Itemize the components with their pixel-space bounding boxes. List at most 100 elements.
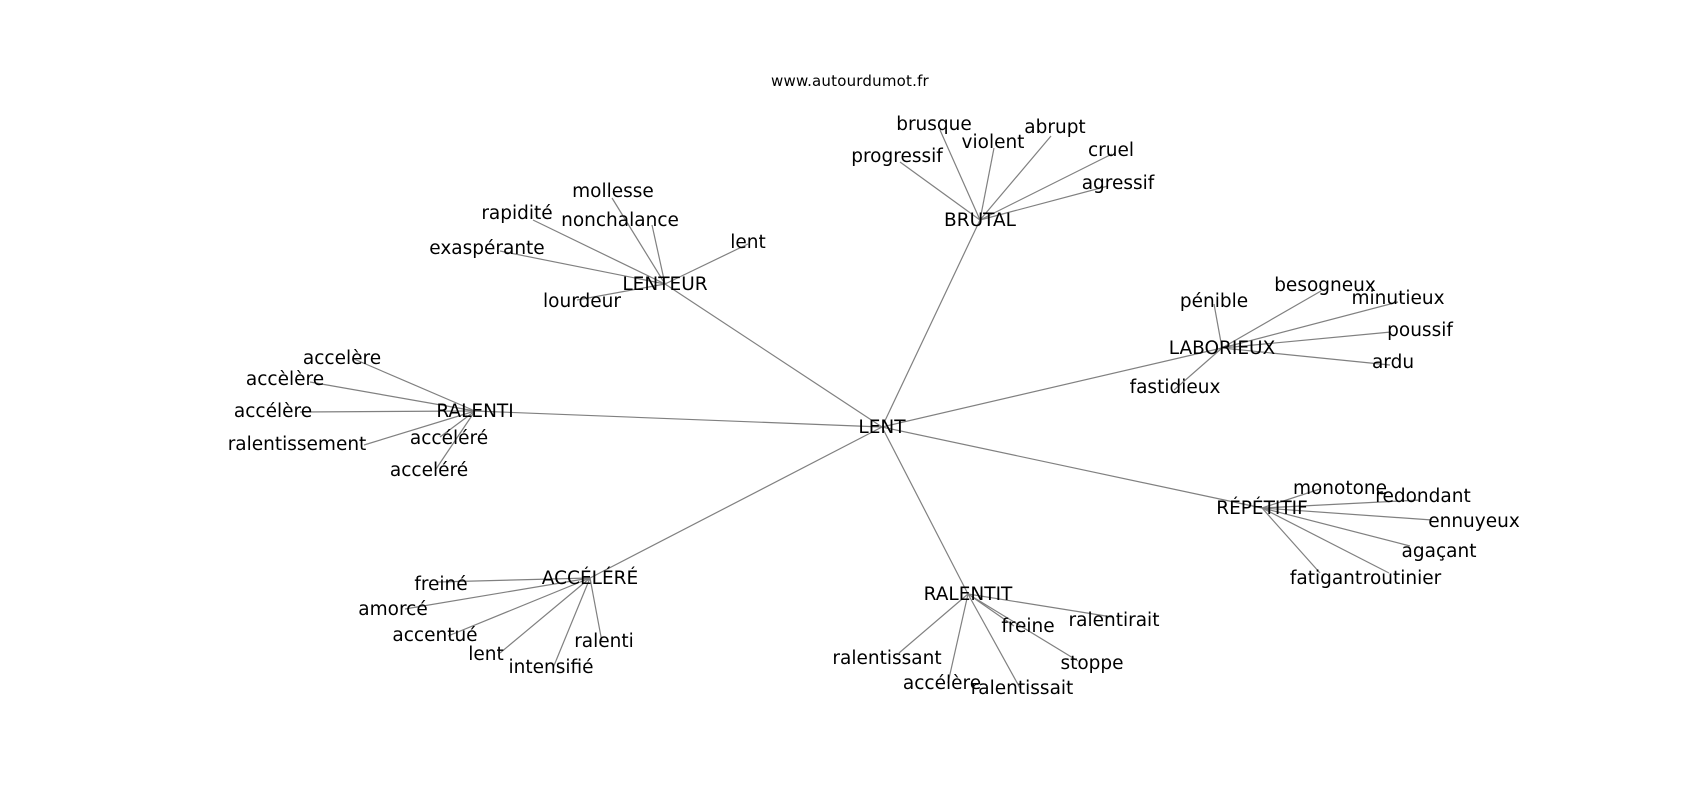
leaf-node-label: fatigant bbox=[1290, 568, 1362, 589]
edge-accelere-leaf-0 bbox=[436, 577, 591, 583]
edge-ralentit-leaf-5 bbox=[967, 593, 1021, 689]
edge-accelere-leaf-5 bbox=[589, 577, 603, 643]
edge-repetitif-leaf-4 bbox=[1261, 507, 1321, 574]
leaf-node-label: besogneux bbox=[1274, 275, 1376, 296]
edge-brutal-leaf-5 bbox=[979, 185, 1109, 221]
leaf-node-label: redondant bbox=[1375, 486, 1470, 507]
leaf-node-label: ralentissement bbox=[228, 434, 367, 455]
edge-brutal-leaf-1 bbox=[979, 147, 995, 221]
leaf-node-label: routinier bbox=[1363, 568, 1442, 589]
leaf-node-label: fastidieux bbox=[1130, 377, 1221, 398]
leaf-node-label: agaçant bbox=[1402, 541, 1477, 562]
leaf-node-label: nonchalance bbox=[561, 210, 679, 231]
leaf-node-label: lent bbox=[730, 232, 766, 253]
leaf-node-label: progressif bbox=[851, 146, 943, 167]
edge-center-accelere bbox=[589, 426, 883, 579]
edge-ralenti-leaf-1 bbox=[309, 381, 476, 412]
hub-node-label: LENTEUR bbox=[622, 274, 707, 295]
edge-accelere-leaf-3 bbox=[499, 577, 591, 654]
edge-center-ralenti bbox=[474, 410, 883, 428]
leaf-node-label: brusque bbox=[896, 114, 972, 135]
leaf-node-label: agressif bbox=[1082, 173, 1155, 194]
leaf-node-label: rapidité bbox=[481, 203, 552, 224]
leaf-node-label: stoppe bbox=[1060, 653, 1123, 674]
leaf-node-label: monotone bbox=[1293, 478, 1387, 499]
edge-ralentit-leaf-4 bbox=[947, 593, 969, 684]
hub-node-label: LABORIEUX bbox=[1169, 338, 1276, 359]
leaf-node-label: ralentirait bbox=[1069, 610, 1160, 631]
leaf-node-label: accelère bbox=[303, 348, 381, 369]
edge-center-ralentit bbox=[881, 426, 969, 595]
hub-node-label: RÉPÉTITIF bbox=[1216, 497, 1308, 519]
leaf-node-label: accéléré bbox=[410, 428, 488, 449]
leaf-node-label: violent bbox=[962, 132, 1025, 153]
leaf-node-label: accélère bbox=[234, 401, 312, 422]
leaf-node-label: amorcé bbox=[358, 599, 427, 620]
leaf-node-label: accentué bbox=[392, 625, 477, 646]
edge-brutal-leaf-3 bbox=[899, 161, 981, 221]
leaf-node-label: freine bbox=[1001, 616, 1054, 637]
edge-lenteur-leaf-1 bbox=[532, 219, 666, 285]
edge-laborieux-leaf-1 bbox=[1221, 290, 1322, 349]
edge-ralenti-leaf-2 bbox=[299, 410, 476, 413]
leaf-node-label: cruel bbox=[1088, 140, 1134, 161]
leaf-node-label: exaspérante bbox=[429, 238, 544, 259]
edge-center-repetitif bbox=[881, 426, 1263, 509]
edge-lenteur-leaf-5 bbox=[576, 283, 666, 301]
graph-labels: LENT LENTEUR mollesse rapidité nonchalance ex… bbox=[228, 114, 1520, 699]
edge-ralenti-leaf-3 bbox=[363, 410, 476, 446]
center-node-label: LENT bbox=[858, 417, 906, 438]
leaf-node-label: poussif bbox=[1387, 320, 1453, 341]
edge-ralenti-leaf-0 bbox=[353, 358, 476, 412]
edge-ralenti-leaf-5 bbox=[435, 410, 476, 470]
edge-brutal-leaf-4 bbox=[979, 153, 1113, 221]
edge-lenteur-leaf-3 bbox=[499, 250, 666, 285]
edge-repetitif-leaf-0 bbox=[1261, 488, 1321, 509]
leaf-node-label: abrupt bbox=[1024, 117, 1085, 138]
edge-laborieux-leaf-0 bbox=[1213, 303, 1223, 349]
edge-lenteur-leaf-4 bbox=[664, 243, 749, 285]
leaf-node-label: accélère bbox=[903, 673, 981, 694]
hub-node-label: RALENTI bbox=[436, 401, 513, 422]
leaf-node-label: freiné bbox=[414, 574, 467, 595]
source-watermark: www.autourdumot.fr bbox=[771, 72, 929, 90]
leaf-node-label: mollesse bbox=[572, 181, 654, 202]
edge-lenteur-leaf-2 bbox=[651, 224, 666, 285]
edge-brutal-leaf-2 bbox=[979, 135, 1052, 221]
edge-repetitif-leaf-1 bbox=[1261, 499, 1421, 509]
hub-node-label: BRUTAL bbox=[944, 210, 1017, 231]
leaf-node-label: lent bbox=[468, 644, 504, 665]
leaf-node-label: ralenti bbox=[574, 631, 634, 652]
hub-node-label: ACCÉLÉRÉ bbox=[542, 567, 638, 589]
edge-repetitif-leaf-3 bbox=[1261, 507, 1411, 547]
graph-edges bbox=[299, 129, 1433, 689]
edge-accelere-leaf-1 bbox=[404, 577, 591, 610]
leaf-node-label: intensifié bbox=[508, 657, 593, 678]
leaf-node-label: pénible bbox=[1180, 291, 1248, 312]
edge-ralenti-leaf-4 bbox=[439, 410, 476, 438]
edge-accelere-leaf-4 bbox=[552, 577, 591, 669]
edge-repetitif-leaf-5 bbox=[1261, 507, 1390, 574]
edge-accelere-leaf-2 bbox=[447, 577, 591, 637]
edge-center-brutal bbox=[881, 219, 981, 428]
leaf-node-label: accèlère bbox=[246, 369, 324, 390]
edge-ralentit-leaf-1 bbox=[967, 593, 1113, 618]
edge-laborieux-leaf-4 bbox=[1221, 347, 1391, 366]
edge-repetitif-leaf-2 bbox=[1261, 507, 1433, 521]
leaf-node-label: minutieux bbox=[1351, 288, 1444, 309]
leaf-node-label: lourdeur bbox=[543, 291, 621, 312]
edge-laborieux-leaf-2 bbox=[1221, 301, 1399, 349]
edge-ralentit-leaf-2 bbox=[898, 593, 969, 654]
edge-laborieux-leaf-3 bbox=[1221, 331, 1392, 349]
edge-ralentit-leaf-3 bbox=[967, 593, 1079, 662]
leaf-node-label: ennuyeux bbox=[1428, 511, 1520, 532]
edge-brutal-leaf-0 bbox=[939, 129, 981, 221]
edge-lenteur-leaf-0 bbox=[611, 197, 666, 285]
edge-laborieux-leaf-5 bbox=[1173, 347, 1223, 391]
leaf-node-label: ralentissant bbox=[832, 648, 941, 669]
hub-node-label: RALENTIT bbox=[924, 584, 1013, 605]
leaf-node-label: ardu bbox=[1372, 352, 1414, 373]
leaf-node-label: ralentissait bbox=[971, 678, 1074, 699]
edge-center-laborieux bbox=[881, 347, 1223, 428]
